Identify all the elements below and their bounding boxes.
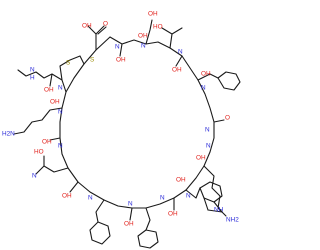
atom-label-methylamino-hydrogen: H — [30, 75, 35, 82]
atom-label-indole-nh: NH — [214, 207, 224, 214]
atom-label-nterm-nitrogen: N — [58, 85, 63, 92]
atom-label-methylamino-nitrogen: N — [30, 67, 35, 74]
atom-label-backbone-nitrogen-bottom1: N — [160, 195, 165, 202]
atom-label-phenylalanine-top-nitrogen: N — [201, 85, 206, 92]
atom-label-lysine-right-amine: NH2 — [226, 217, 239, 224]
atom-label-backbone-hydroxyl-top2: OH — [138, 33, 148, 40]
atom-label-phenylalanine-top-hydroxyl: OH — [201, 71, 211, 78]
atom-label-backbone-nitrogen-bottom2: N — [128, 201, 133, 208]
atom-label-tryptophan-nitrogen: N — [186, 193, 191, 200]
atom-label-lysine-left-amine: H2N — [2, 131, 15, 138]
atom-label-backbone-nitrogen-left1: N — [58, 109, 63, 116]
atom-label-nterm-hydroxyl: OH — [44, 87, 54, 94]
atom-label-backbone-nitrogen-left2: N — [58, 143, 63, 150]
side-chains — [13, 19, 241, 249]
atom-label-backbone-nitrogen-top3: N — [178, 49, 183, 56]
atom-label-backbone-nitrogen-right-mid: N — [205, 127, 210, 134]
atom-label-tryptophan-hydroxyl: OH — [176, 177, 186, 184]
atom-label-sulfur-1: S — [90, 57, 94, 64]
atom-label-backbone-nitrogen-bottom3: N — [88, 195, 93, 202]
atom-label-backbone-hydroxyl-right-lys: OH — [196, 155, 206, 162]
atom-label-backbone-hydroxyl-left1: OH — [50, 99, 60, 106]
atom-label-backbone-nitrogen-top2: N — [141, 43, 146, 50]
atom-label-asparagine-nitrogen: N — [32, 173, 37, 180]
atom-label-backbone-nitrogen-right-lys: N — [206, 143, 211, 150]
atom-label-backbone-hydroxyl-top3: OH — [172, 67, 182, 74]
atom-label-acid-hydroxyl: OH — [82, 23, 92, 30]
atom-label-threonine-hydroxyl: HO — [153, 24, 163, 31]
atom-label-backbone-hydroxyl-bottom2: OH — [124, 221, 134, 228]
atom-label-backbone-hydroxyl-top1: OH — [116, 57, 126, 64]
atom-label-hydroxymethyl: OH — [148, 11, 158, 18]
atom-label-backbone-hydroxyl-left2: OH — [42, 139, 52, 146]
atom-label-sulfur-2: S — [66, 60, 70, 67]
molecule-structure-canvas: OH O OH HO N OH N OH N OH S S N H OH N H… — [2, 11, 241, 249]
cyclic-peptide-structure: OH O OH HO N OH N OH N OH S S N H OH N H… — [2, 11, 241, 249]
atom-labels: OH O OH HO N OH N OH N OH S S N H OH N H… — [2, 11, 239, 228]
atom-label-acid-oxygen: O — [103, 21, 108, 28]
atom-label-backbone-hydroxyl-bottom1: OH — [168, 211, 178, 218]
atom-label-backbone-hydroxyl-bottom3: OH — [62, 193, 72, 200]
atom-label-asparagine-hydroxyl: HO — [34, 149, 44, 156]
atom-label-backbone-nitrogen-top1: N — [115, 44, 120, 51]
atom-label-backbone-carbonyl-right: O — [225, 115, 230, 122]
